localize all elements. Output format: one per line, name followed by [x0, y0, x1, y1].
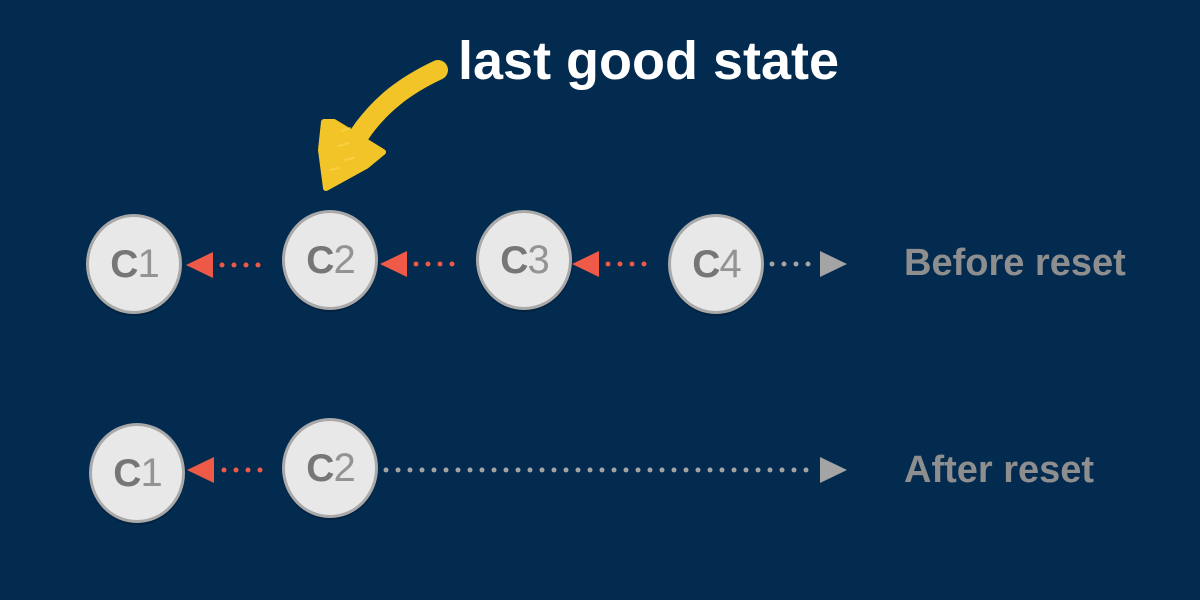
commit-prefix: C — [113, 451, 141, 495]
commit-number: 1 — [137, 242, 159, 286]
curved-arrow-head — [318, 119, 386, 191]
right-arrow-icon — [820, 251, 847, 277]
pointer-arrow-before — [769, 251, 847, 277]
commit-prefix: C — [500, 238, 528, 282]
curved-arrow-icon — [318, 60, 448, 191]
pointer-arrow-after — [383, 457, 847, 483]
curved-arrow-texture — [329, 127, 355, 171]
right-arrow-icon — [820, 457, 847, 483]
after-reset-label: After reset — [904, 449, 1095, 491]
left-arrow-icon — [380, 251, 407, 277]
commit-number: 3 — [527, 238, 549, 282]
commit-prefix: C — [306, 446, 334, 490]
commit-prefix: C — [306, 238, 334, 282]
commit-number: 2 — [333, 238, 355, 282]
commit-prefix: C — [692, 242, 720, 286]
commit-number: 2 — [333, 446, 355, 490]
left-arrow-icon — [572, 251, 599, 277]
after-reset-links — [187, 457, 847, 483]
left-arrow-icon — [187, 457, 214, 483]
last-good-state-label: last good state — [458, 31, 840, 91]
commit-number: 4 — [719, 242, 741, 286]
left-arrow-icon — [186, 252, 213, 278]
commit-prefix: C — [110, 242, 138, 286]
before-reset-links — [186, 251, 847, 278]
link-arrow-c4-to-c3 — [572, 251, 658, 277]
before-reset-label: Before reset — [904, 242, 1126, 284]
link-arrow-c2-to-c1-after — [187, 457, 273, 483]
link-arrow-c3-to-c2 — [380, 251, 466, 277]
commit-number: 1 — [140, 451, 162, 495]
link-arrow-c2-to-c1 — [186, 252, 272, 278]
